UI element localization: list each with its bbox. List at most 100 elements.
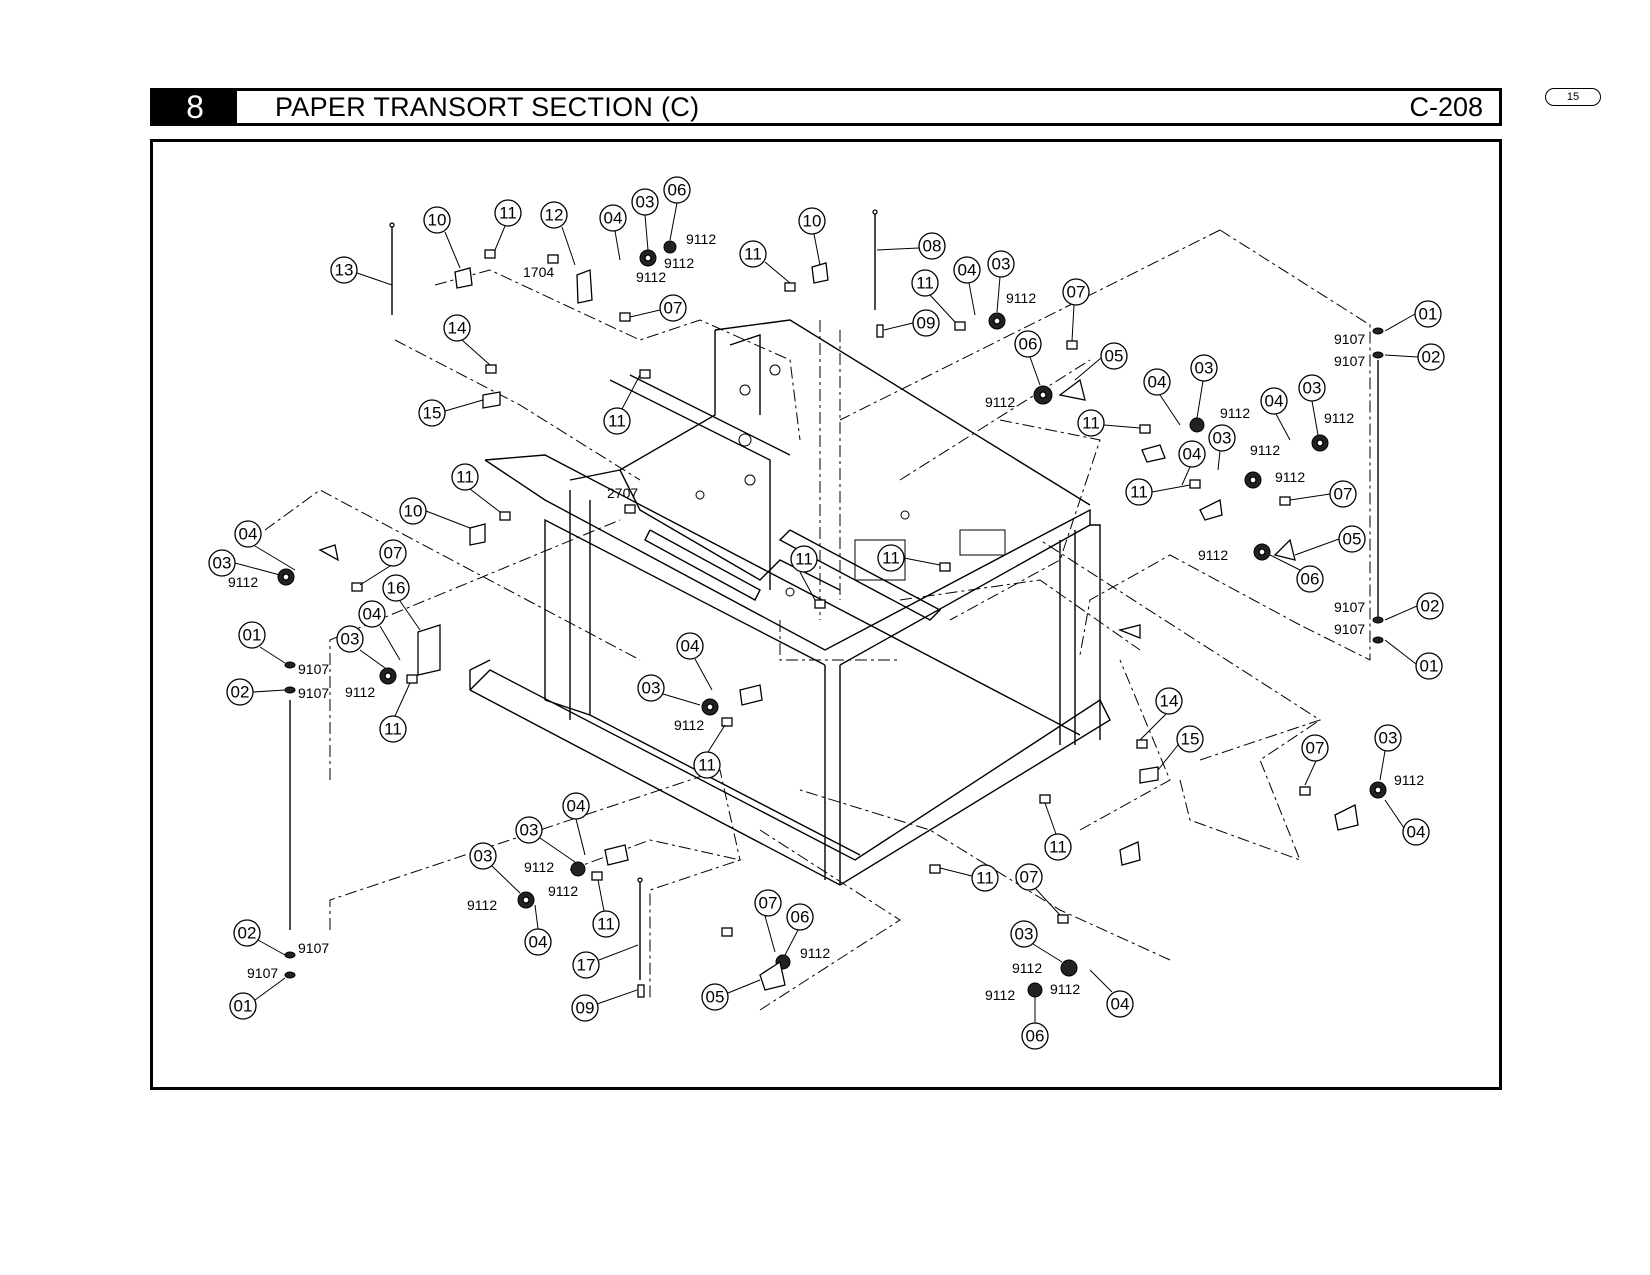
callout-04: 04: [676, 632, 704, 660]
svg-text:10: 10: [803, 212, 822, 231]
callout-11: 11: [1077, 409, 1105, 437]
svg-text:9112: 9112: [800, 945, 830, 961]
svg-text:07: 07: [664, 299, 683, 318]
page-number-badge: 15: [1545, 88, 1601, 106]
svg-text:03: 03: [992, 255, 1011, 274]
svg-text:9112: 9112: [1324, 410, 1354, 426]
callout-03: 03: [631, 188, 659, 216]
section-title: PAPER TRANSORT SECTION (C): [275, 91, 700, 122]
callout-04: 04: [1106, 990, 1134, 1018]
callout-07: 07: [1301, 734, 1329, 762]
svg-text:9112: 9112: [1250, 442, 1280, 458]
callout-01: 01: [1415, 652, 1443, 680]
callout-04: 04: [1143, 368, 1171, 396]
callout-11: 11: [379, 715, 407, 743]
svg-text:07: 07: [1020, 868, 1039, 887]
callout-11: 11: [790, 545, 818, 573]
shafts: [289, 209, 1379, 980]
callout-02: 02: [1417, 343, 1445, 371]
svg-text:11: 11: [744, 245, 762, 264]
svg-text:15: 15: [1181, 730, 1200, 749]
svg-text:17: 17: [577, 956, 596, 975]
svg-text:11: 11: [976, 869, 994, 888]
svg-text:9107: 9107: [1334, 353, 1365, 369]
svg-text:03: 03: [1213, 429, 1232, 448]
svg-text:9107: 9107: [1334, 331, 1365, 347]
svg-text:03: 03: [341, 630, 360, 649]
svg-text:9112: 9112: [548, 883, 578, 899]
svg-text:9112: 9112: [1275, 469, 1305, 485]
svg-text:9107: 9107: [298, 661, 329, 677]
callout-02: 02: [226, 678, 254, 706]
callout-11: 11: [877, 544, 905, 572]
svg-text:02: 02: [238, 924, 257, 943]
callout-11: 11: [592, 910, 620, 938]
callout-17: 17: [572, 951, 600, 979]
svg-text:08: 08: [923, 237, 942, 256]
svg-text:11: 11: [499, 204, 517, 223]
svg-text:9112: 9112: [664, 255, 694, 271]
svg-text:03: 03: [474, 847, 493, 866]
callout-leaders: [234, 202, 1419, 1023]
callout-14: 14: [443, 314, 471, 342]
svg-text:15: 15: [423, 404, 442, 423]
svg-text:9112: 9112: [228, 574, 258, 590]
callout-12: 12: [540, 201, 568, 229]
callout-09: 09: [571, 994, 599, 1022]
svg-text:9112: 9112: [686, 231, 716, 247]
callout-02: 02: [233, 919, 261, 947]
leader-lines: [264, 229, 1371, 1011]
svg-text:06: 06: [668, 181, 687, 200]
callout-06: 06: [1021, 1022, 1049, 1050]
svg-text:05: 05: [706, 988, 725, 1007]
svg-text:9112: 9112: [1394, 772, 1424, 788]
callout-11: 11: [1125, 478, 1153, 506]
callout-15: 15: [1176, 725, 1204, 753]
svg-text:04: 04: [567, 797, 586, 816]
callout-03: 03: [515, 816, 543, 844]
svg-text:04: 04: [958, 261, 977, 280]
svg-text:1704: 1704: [523, 264, 554, 280]
svg-text:03: 03: [1303, 379, 1322, 398]
diagram-frame: [150, 139, 1502, 1090]
svg-text:06: 06: [1026, 1027, 1045, 1046]
callout-03: 03: [469, 842, 497, 870]
svg-text:9112: 9112: [345, 684, 375, 700]
callout-13: 13: [330, 256, 358, 284]
callout-03: 03: [1374, 724, 1402, 752]
callout-11: 11: [739, 240, 767, 268]
svg-text:10: 10: [428, 211, 447, 230]
callout-16: 16: [382, 574, 410, 602]
svg-text:04: 04: [681, 637, 700, 656]
callout-14: 14: [1155, 687, 1183, 715]
svg-text:04: 04: [1111, 995, 1130, 1014]
main-frame-body: [469, 319, 1111, 886]
svg-text:03: 03: [642, 679, 661, 698]
svg-text:02: 02: [1422, 348, 1441, 367]
svg-text:9112: 9112: [1050, 981, 1080, 997]
svg-text:03: 03: [213, 554, 232, 573]
svg-text:9112: 9112: [1198, 547, 1228, 563]
callout-05: 05: [1100, 342, 1128, 370]
callout-03: 03: [1190, 354, 1218, 382]
svg-text:09: 09: [917, 314, 936, 333]
svg-text:03: 03: [1195, 359, 1214, 378]
callout-02: 02: [1416, 592, 1444, 620]
section-number: 8: [153, 89, 237, 125]
callout-04: 04: [1260, 387, 1288, 415]
svg-text:9112: 9112: [636, 269, 666, 285]
callout-06: 06: [786, 903, 814, 931]
callout-07: 07: [379, 539, 407, 567]
svg-text:9112: 9112: [467, 897, 497, 913]
callout-04: 04: [1178, 440, 1206, 468]
callout-04: 04: [358, 600, 386, 628]
svg-text:04: 04: [604, 209, 623, 228]
svg-text:11: 11: [608, 412, 626, 431]
svg-text:11: 11: [795, 550, 813, 569]
callout-11: 11: [693, 751, 721, 779]
svg-text:01: 01: [1419, 305, 1438, 324]
callout-bubbles: 13 10 11 12 04 03 06 07 10 11 08 11 04 0…: [208, 176, 1445, 1050]
svg-text:11: 11: [882, 549, 900, 568]
callout-06: 06: [1296, 565, 1324, 593]
